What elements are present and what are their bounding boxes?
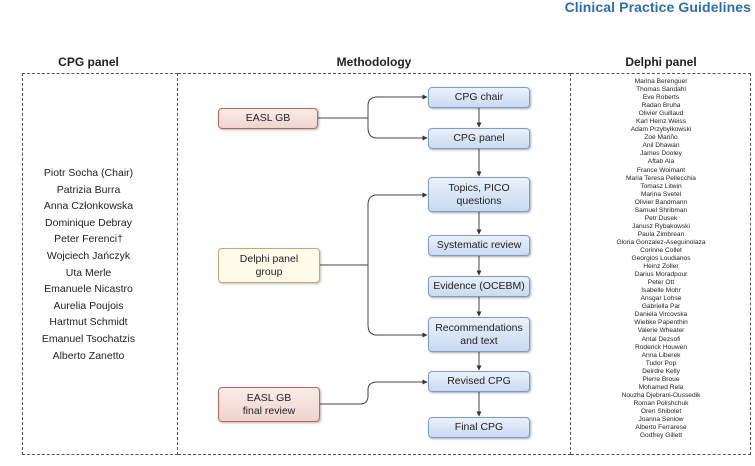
cpg-panel-member: Emanuel Tsochatzis (41, 332, 136, 345)
delphi-panel-member: Wiebke Papenthin (634, 319, 688, 327)
delphi-panel-member: Godfrey Gillett (639, 432, 683, 440)
cpg-panel-member: Alberto Zanetto (52, 349, 125, 362)
cpg-panel-frame (22, 73, 178, 455)
delphi-panel-member: Georgios Loudianos (631, 255, 691, 263)
page-header-title: Clinical Practice Guidelines (564, 0, 751, 15)
cpg-panel-title: CPG panel (58, 55, 119, 69)
easl-final-review-box: EASL GB final review (218, 387, 320, 422)
evidence-ocebm-box: Evidence (OCEBM) (428, 276, 530, 297)
revised-cpg-box: Revised CPG (428, 371, 530, 392)
arrow-to-revised-cpg (320, 379, 428, 405)
delphi-panel-member: Alberto Ferrarese (635, 424, 687, 432)
delphi-panel-member: Oren Shibolet (640, 407, 682, 415)
easl-gb-box: EASL GB (218, 108, 318, 129)
delphi-panel-member: Gloria Gonzalez-Aseguinolaza (616, 238, 706, 246)
delphi-panel-member: Roderick Houwen (634, 343, 688, 351)
delphi-panel-member: Janusz Rybakowski (632, 222, 690, 230)
delphi-panel-member: Aftab Ala (647, 158, 675, 166)
final-cpg-box: Final CPG (428, 417, 530, 438)
delphi-panel-member: Antal Dezsofi (641, 335, 681, 343)
cpg-panel-member: Aurelia Poujois (53, 299, 124, 312)
delphi-panel-member: Isabelle Mohr (641, 287, 681, 295)
delphi-panel-member: Paula Zimbrean (637, 230, 685, 238)
delphi-panel-member: Ansgar Lohse (640, 295, 682, 303)
arrow-to-recommendations (367, 265, 428, 338)
delphi-panel-member: France Woimant (636, 166, 686, 174)
methodology-frame (178, 73, 571, 455)
delphi-panel-member: Anna Liberek (641, 351, 681, 359)
delphi-panel-member: Pierre Broue (642, 375, 680, 383)
delphi-panel-member: Radan Bruha (641, 102, 681, 110)
cpg-panel-member: Uta Merle (65, 266, 112, 279)
arrow-to-cpg-panel (367, 106, 428, 141)
systematic-review-box: Systematic review (428, 235, 530, 256)
delphi-panel-member: Karl Heinz Weiss (635, 118, 687, 126)
cpg-panel-member: Anna Członkowska (43, 200, 134, 213)
cpg-panel-member: Emanuele Nicastro (44, 283, 133, 296)
delphi-panel-member: Tudor Pop (645, 359, 677, 367)
delphi-panel-member: Samuel Shribman (634, 206, 688, 214)
delphi-panel-member: Marina Svetel (640, 190, 682, 198)
delphi-panel-member: Darius Moradpour (634, 271, 688, 279)
recommendations-box: Recommendations and text (428, 317, 530, 352)
delphi-panel-member: Deirdre Kelly (642, 367, 680, 375)
cpg-panel-box: CPG panel (428, 128, 530, 149)
delphi-panel-member: Daniela Vircovska (634, 311, 688, 319)
delphi-panel-member: Heinz Zoller (643, 263, 679, 271)
delphi-panel-member: Gabriella Par (641, 303, 681, 311)
delphi-panel-group-box: Delphi panel group (218, 248, 320, 283)
delphi-panel-member: Joanna Seniow (638, 415, 684, 423)
delphi-panel-member: Olivier Guillaud (638, 110, 684, 118)
topics-pico-box: Topics, PICO questions (428, 177, 530, 212)
delphi-panel-member: Roman Polishchuk (633, 399, 689, 407)
delphi-panel-member: James Dooley (640, 150, 682, 158)
delphi-panel-member: Mohamed Rela (638, 383, 684, 391)
delphi-panel-member: Eve Roberts (642, 94, 680, 102)
delphi-panel-member: Corinne Collet (640, 246, 682, 254)
delphi-panel-frame (571, 73, 751, 455)
delphi-panel-member: Marina Berenguer (634, 78, 688, 85)
delphi-panel-member: Petr Dusek (644, 214, 678, 222)
delphi-panel-member: Peter Ott (647, 279, 675, 287)
cpg-panel-member: Patrizia Burra (56, 183, 121, 196)
delphi-panel-member: Zoé Mariño (644, 134, 678, 142)
cpg-panel-member: Peter Ferenci† (54, 233, 123, 246)
delphi-panel-member: Olivier Bandmann (634, 198, 688, 206)
delphi-panel-title: Delphi panel (625, 55, 697, 69)
delphi-panel-member: Adam Przybyłkowski (630, 126, 692, 134)
methodology-title: Methodology (336, 55, 412, 69)
arrow-to-cpg-chair (367, 94, 428, 107)
delphi-panel-member: Nouzha Djebrani-Oussedik (621, 391, 701, 399)
delphi-panel-member: Maria Teresa Pellecchia (626, 174, 696, 182)
cpg-panel-member: Dominique Debray (45, 216, 132, 229)
delphi-panel-member: Anil Dhawan (642, 142, 680, 150)
delphi-panel-member: Thomas Sandahl (636, 86, 686, 94)
cpg-chair-box: CPG chair (428, 87, 530, 108)
cpg-panel-member: Hartmut Schmidt (49, 316, 128, 329)
cpg-panel-member: Piotr Socha (Chair) (43, 167, 134, 179)
delphi-panel-member: Tomasz Litwin (640, 182, 682, 190)
delphi-panel-member: Valerie Wheater (637, 327, 685, 335)
cpg-panel-member: Wojciech Jańczyk (46, 249, 131, 262)
arrow-to-topics (367, 192, 428, 265)
